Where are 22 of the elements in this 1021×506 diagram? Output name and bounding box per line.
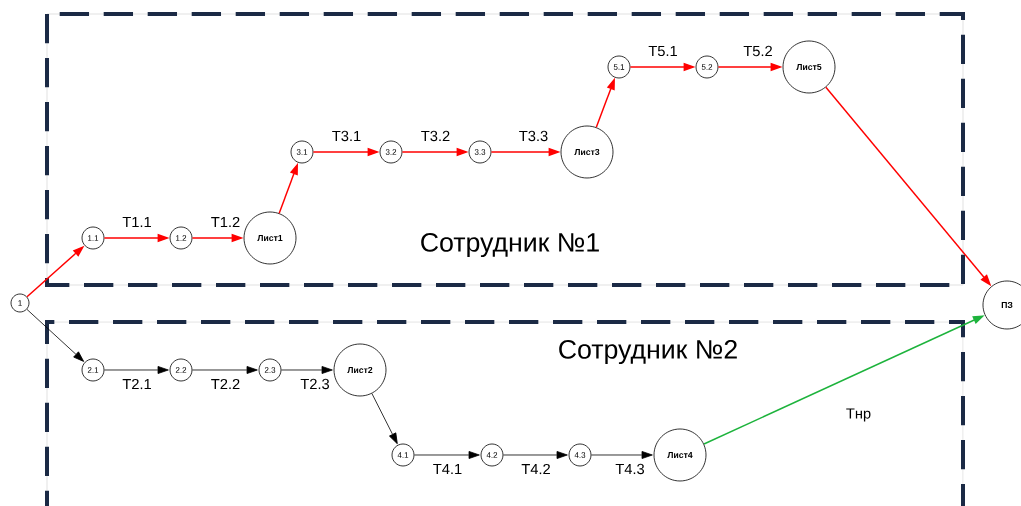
edge-label: Т3.2 <box>419 129 452 143</box>
edge-label: Т1.2 <box>209 215 242 229</box>
edge-label: Т3.3 <box>517 129 550 143</box>
edge-label: Тнр <box>844 407 873 423</box>
arrow <box>192 366 258 374</box>
edge-label: Т2.1 <box>121 377 153 391</box>
arrow <box>414 451 480 459</box>
edge-label: Т5.2 <box>742 44 774 58</box>
edge-label: Т3.1 <box>330 129 363 143</box>
edge-label: Т2.3 <box>299 377 331 391</box>
arrow <box>371 393 398 445</box>
edge-label: Т4.1 <box>431 462 464 476</box>
arrow <box>591 451 653 459</box>
arrow <box>104 366 169 374</box>
edge-label: Т5.1 <box>647 44 679 58</box>
arrow <box>503 451 568 459</box>
edge-label: Т1.1 <box>121 215 153 229</box>
edge-label: Т2.2 <box>209 377 242 391</box>
arrow <box>26 308 85 362</box>
edge-label: Т4.2 <box>520 462 552 476</box>
arrow <box>281 366 333 374</box>
edge-label: Т4.3 <box>614 462 646 476</box>
